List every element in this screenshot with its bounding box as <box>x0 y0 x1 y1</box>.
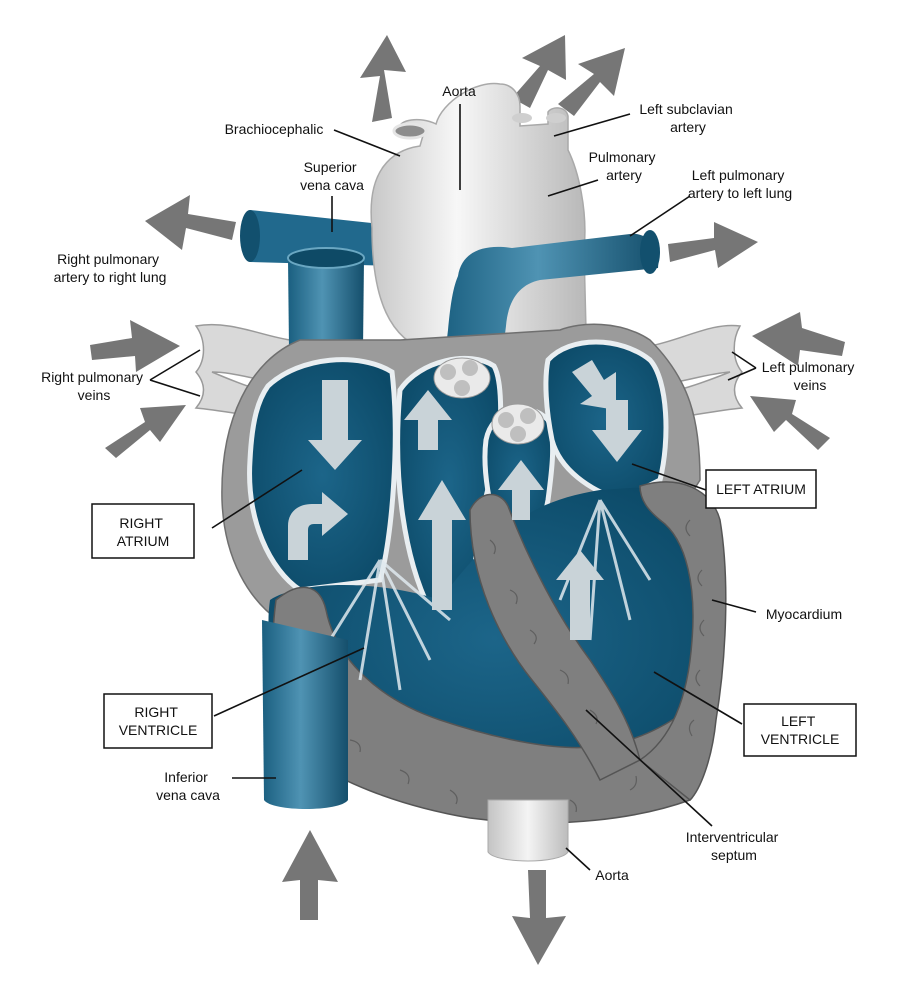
inner-arrow-la-upper <box>572 360 616 410</box>
label-aorta-bottom: Aorta <box>595 867 629 883</box>
flow-arrow-aorta-down <box>512 870 566 965</box>
pulmonary-valve <box>433 357 491 399</box>
label-rpv-line2: veins <box>78 387 111 403</box>
inferior-vena-cava-vessel <box>262 620 348 809</box>
inner-arrow-aortic-up <box>498 460 544 520</box>
flow-arrow-left-vein-upper <box>752 312 845 366</box>
label-brachiocephalic: Brachiocephalic <box>225 121 324 137</box>
flow-arrow-right-vein-upper <box>90 320 180 372</box>
right-atrium-line2: ATRIUM <box>117 533 170 549</box>
blood-flow-arrows <box>90 35 845 965</box>
inner-arrow-la-down <box>592 400 642 462</box>
label-lpa-line2: artery to left lung <box>688 185 792 201</box>
svg-text:LEFT VENTRICLE: LEFT VENTRICLE <box>761 713 840 747</box>
left-ventricle-wall <box>638 481 727 802</box>
label-rpa-line2: artery to right lung <box>54 269 167 285</box>
flow-arrow-right-vein-lower <box>105 405 186 458</box>
label-left-subclavian: Left subclavian artery <box>639 101 736 135</box>
inner-arrow-ra-turn <box>288 492 348 560</box>
inner-arrow-ra-down <box>308 380 362 470</box>
label-rpa-line1: Right pulmonary <box>57 251 159 267</box>
boxed-label-right-ventricle: RIGHT VENTRICLE <box>103 693 213 749</box>
flow-arrow-up-left-carotid <box>512 35 566 108</box>
flow-arrow-up-brachiocephalic <box>360 35 406 122</box>
label-pulmonary-artery: Pulmonary artery <box>589 149 660 183</box>
left-pulmonary-artery-opening <box>640 230 660 274</box>
left-subclavian-opening <box>546 113 566 123</box>
label-ivs-line2: septum <box>711 847 757 863</box>
label-right-pulmonary-artery: Right pulmonary artery to right lung <box>54 251 167 285</box>
label-lpv-line1: Left pulmonary <box>762 359 855 375</box>
boxed-label-left-ventricle: LEFT VENTRICLE <box>743 703 857 757</box>
flow-arrow-left-pulmonary-artery <box>668 222 758 268</box>
left-ventricle-line1: LEFT <box>781 713 816 729</box>
label-left-pulmonary-veins: Left pulmonary veins <box>762 359 859 393</box>
superior-vena-cava-opening <box>287 247 365 269</box>
inner-arrow-rv-up <box>418 480 466 610</box>
label-superior-vena-cava: Superior vena cava <box>300 159 364 193</box>
left-ventricle-line2: VENTRICLE <box>761 731 840 747</box>
flow-arrow-right-pulmonary-artery <box>145 195 236 250</box>
flow-arrow-up-left-subclavian <box>558 48 625 116</box>
right-pulmonary-artery-opening <box>240 210 260 262</box>
label-inferior-vena-cava: Inferior vena cava <box>156 769 220 803</box>
label-svc-line2: vena cava <box>300 177 364 193</box>
leader-lines <box>149 104 757 871</box>
right-ventricle-line1: RIGHT <box>134 704 178 720</box>
label-ivs-line1: Interventricular <box>686 829 779 845</box>
flow-arrow-inferior-vena-cava <box>282 830 338 920</box>
label-lpa-line1: Left pulmonary <box>692 167 785 183</box>
descending-aorta-vessel <box>487 799 569 862</box>
left-atrium-chamber <box>543 339 669 503</box>
inner-flow-arrows <box>288 360 642 640</box>
svg-text:RIGHT ATRIUM: RIGHT ATRIUM <box>117 515 170 549</box>
label-svc-line1: Superior <box>304 159 357 175</box>
right-atrium-line1: RIGHT <box>119 515 163 531</box>
svg-text:RIGHT VENTRICLE: RIGHT VENTRICLE <box>119 704 198 738</box>
label-lpv-line2: veins <box>794 377 827 393</box>
label-interventricular-septum: Interventricular septum <box>686 829 782 863</box>
flow-arrow-left-vein-lower <box>750 396 830 450</box>
label-ivc-line1: Inferior <box>164 769 208 785</box>
left-carotid-opening <box>512 113 532 123</box>
interventricular-septum-wall <box>469 493 641 782</box>
inner-arrow-outflow-up <box>404 390 452 450</box>
label-aorta-top: Aorta <box>442 83 476 99</box>
label-pulmonary-artery-line1: Pulmonary <box>589 149 656 165</box>
boxed-label-right-atrium: RIGHT ATRIUM <box>91 503 195 559</box>
label-pulmonary-artery-line2: artery <box>606 167 642 183</box>
label-left-subclavian-line2: artery <box>670 119 706 135</box>
right-ventricle-line2: VENTRICLE <box>119 722 198 738</box>
aortic-valve <box>491 403 545 445</box>
label-ivc-line2: vena cava <box>156 787 220 803</box>
label-left-subclavian-line1: Left subclavian <box>639 101 732 117</box>
brachiocephalic-opening <box>392 122 428 140</box>
boxed-label-left-atrium: LEFT ATRIUM <box>705 469 817 509</box>
label-left-pulmonary-artery: Left pulmonary artery to left lung <box>688 167 792 201</box>
label-rpv-line1: Right pulmonary <box>41 369 143 385</box>
inner-arrow-lv-up <box>556 550 604 640</box>
left-atrium-text: LEFT ATRIUM <box>716 481 806 497</box>
label-myocardium: Myocardium <box>766 606 842 622</box>
right-pulmonary-artery-vessel <box>241 210 400 266</box>
label-right-pulmonary-veins: Right pulmonary veins <box>41 369 147 403</box>
